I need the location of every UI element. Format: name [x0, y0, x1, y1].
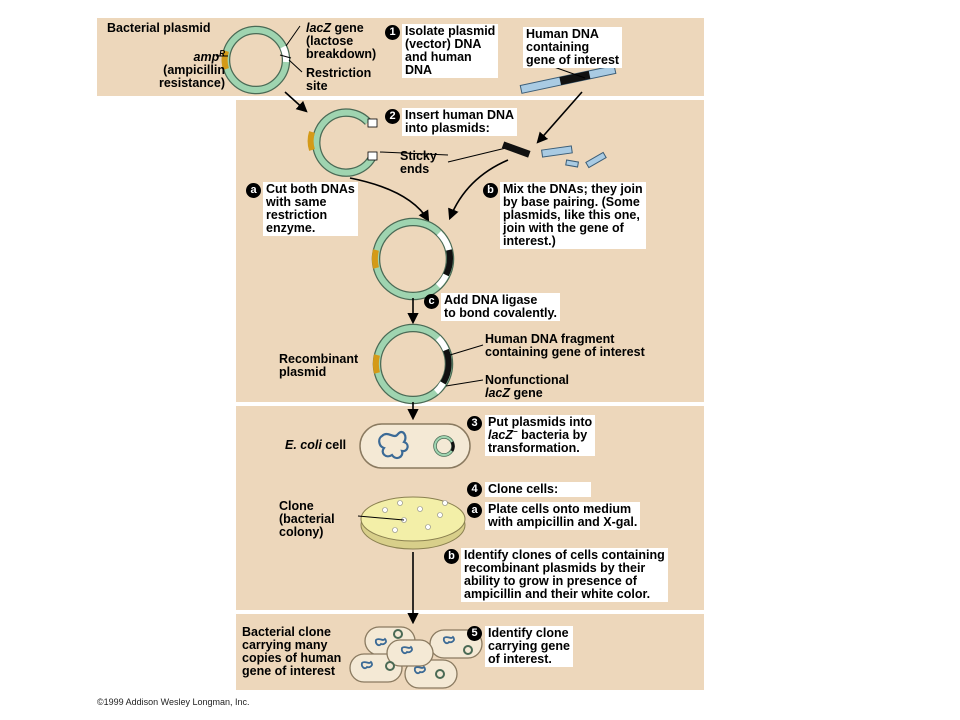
ecoli-rest: cell — [321, 438, 347, 452]
label-bacterial-plasmid: Bacterial plasmid — [107, 21, 211, 35]
step-2c-text: Add DNA ligase to bond covalently. — [441, 293, 560, 321]
step-2a-badge: a — [246, 183, 261, 198]
arrow-fragments-to-mixed — [448, 159, 509, 221]
arrow-plasmid-to-cut — [284, 91, 308, 113]
arrow-dna-to-fragments — [536, 91, 583, 144]
lacz-italic: lacZ — [306, 21, 332, 35]
step-2a-text: Cut both DNAs with same restriction enzy… — [263, 182, 358, 236]
label-ecoli-cell: E. coli cell — [285, 439, 346, 452]
step-3-minus: − — [513, 426, 518, 436]
label-restriction-site: Restriction site — [306, 66, 372, 93]
step-1-badge: 1 — [385, 25, 400, 40]
dna-fragments — [501, 141, 607, 169]
amp-italic: amp — [193, 50, 220, 64]
fragment-pointer — [449, 344, 484, 356]
petri-dish — [360, 496, 466, 550]
bacterial-clone-cells — [349, 626, 483, 689]
recombinant-plasmid — [372, 323, 454, 405]
lacz-gene-rest: gene (lactose breakdown) — [306, 21, 377, 61]
step-2b-text: Mix the DNAs; they join by base pairing.… — [500, 182, 646, 249]
label-bacterial-clone: Bacterial clone carrying many copies of … — [242, 625, 342, 678]
copyright-notice: ©1999 Addison Wesley Longman, Inc. — [97, 697, 250, 707]
ecoli-cell — [359, 423, 471, 469]
step-4-badge: 4 — [467, 482, 482, 497]
step-4b-text: Identify clones of cells containing reco… — [461, 548, 668, 602]
nonfunctional-lacz-italic: lacZ — [485, 386, 511, 400]
nonfunctional-word: Nonfunctional — [485, 373, 570, 387]
step-2-text: Insert human DNA into plasmids: — [402, 108, 518, 136]
step-3-text-b: bacteria by transformation. — [488, 428, 588, 455]
ecoli-italic: E. coli — [285, 438, 322, 452]
sticky-pointer-2 — [447, 147, 507, 163]
step-4-text: Clone cells: — [485, 482, 591, 497]
mixed-plasmid — [371, 217, 455, 301]
amp-superscript: R — [219, 48, 225, 58]
step-3-badge: 3 — [467, 416, 482, 431]
cut-plasmid — [307, 108, 378, 177]
step-2b-badge: b — [483, 183, 498, 198]
step-3-lacz: lacZ — [488, 428, 514, 442]
step-5-badge: 5 — [467, 626, 482, 641]
bacterial-plasmid — [221, 25, 292, 95]
label-recombinant-plasmid: Recombinant plasmid — [279, 352, 359, 379]
step-4a-text: Plate cells onto medium with ampicillin … — [485, 502, 641, 530]
step-5-text: Identify clone carrying gene of interest… — [485, 626, 573, 667]
label-sticky-ends: Sticky ends — [400, 149, 437, 176]
step-4a-badge: a — [467, 503, 482, 518]
step-2-badge: 2 — [385, 109, 400, 124]
label-amp-resistance: ampR (ampicillin resistance) — [145, 48, 225, 90]
label-human-dna: Human DNA containing gene of interest — [523, 27, 623, 68]
label-clone-colony: Clone (bacterial colony) — [279, 499, 335, 539]
clone-pointer — [357, 515, 405, 521]
restriction-site-pointer — [288, 59, 303, 73]
amp-rest: (ampicillin resistance) — [158, 63, 225, 90]
nonfunctional-pointer — [445, 379, 484, 387]
step-1-text: Isolate plasmid (vector) DNA and human D… — [402, 24, 499, 78]
label-lacz-gene: lacZ gene (lactose breakdown) — [306, 22, 376, 61]
label-human-fragment: Human DNA fragment containing gene of in… — [485, 332, 645, 359]
step-3-text-a: Put plasmids into — [488, 415, 593, 429]
nonfunctional-gene-word: gene — [510, 386, 543, 400]
arrow-cut-to-mixed — [349, 177, 430, 222]
step-4b-badge: b — [444, 549, 459, 564]
lacz-pointer — [285, 25, 301, 47]
human-dna-strand — [519, 64, 617, 94]
step-2c-badge: c — [424, 294, 439, 309]
sticky-pointer-1 — [379, 151, 449, 156]
